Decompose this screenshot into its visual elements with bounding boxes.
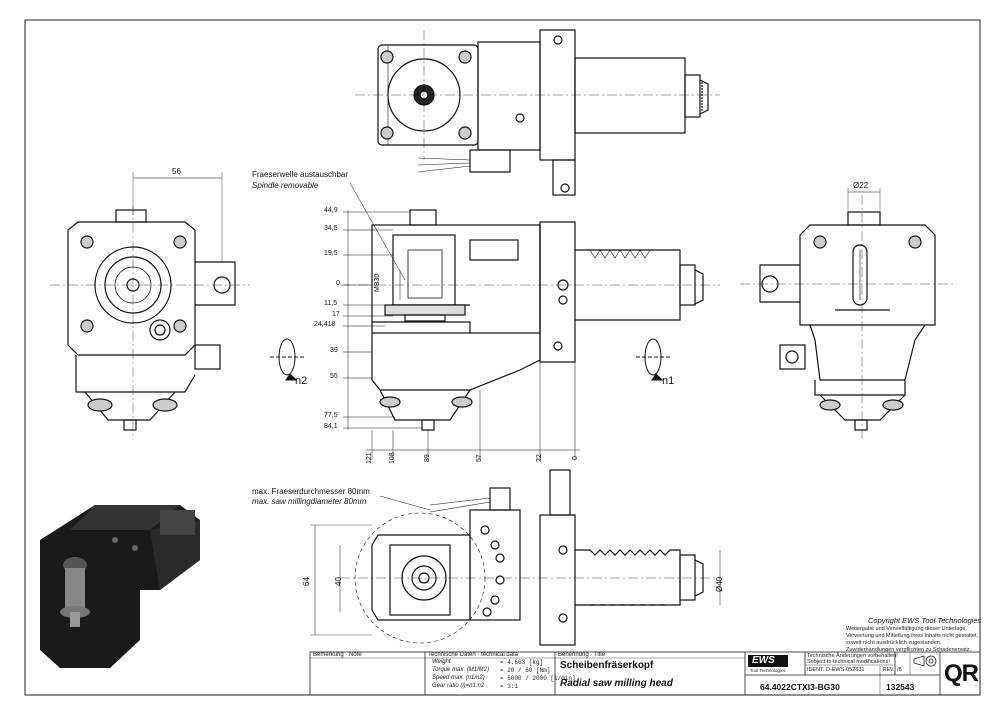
dim-d22-label: Ø22 (853, 181, 869, 190)
tb-speed-value: = 6000 / 2000 [1/min] (500, 675, 576, 682)
front-dimension-lines (343, 182, 580, 460)
ews-logo (748, 655, 788, 667)
projection-symbol-icon (913, 655, 937, 667)
ident-number: IDENT. D-EWS-052831 (807, 667, 865, 673)
dim-v-8: 55 (330, 373, 338, 380)
tb-gear-label: Gear ratio (i)=n1:n2 (432, 683, 485, 689)
dim-v-2: 19,5 (324, 250, 338, 257)
max-diameter-label-en: max. saw millingdiameter 80mm (252, 497, 367, 506)
dim-h-0: 121 (366, 452, 373, 464)
rev-value: /B (897, 667, 902, 673)
change-note-de: Technische Änderungen vorbehalten! (807, 653, 898, 659)
ews-logo-subtitle: Tool Technologies (750, 668, 786, 673)
dim-h-5: 0 (572, 456, 579, 460)
right-side-view (740, 188, 955, 440)
n1-label: n1 (662, 375, 675, 387)
tb-speed-label: Speed max. (n1/n2) (432, 675, 485, 681)
dim-v-5: 17 (332, 311, 340, 318)
spindle-label-de: Fraeserwelle austauschbar (252, 170, 349, 179)
mb30-label: MB30 (374, 273, 381, 292)
dim-v-6: 24,418 (314, 321, 336, 328)
dim-v-9: 77,5 (324, 412, 338, 419)
left-side-view (50, 172, 250, 440)
tb-gear-value: = 3:1 (500, 683, 519, 690)
dim-h-3: 57 (476, 454, 483, 462)
rotation-n2-icon (270, 338, 305, 381)
rev-label: REV. (883, 667, 895, 673)
dim-h-2: 89 (424, 454, 431, 462)
tb-tech-header: Technische Daten · technical data (428, 652, 519, 658)
tb-torque-value: = 20 / 60 [Nm] (500, 667, 551, 674)
dim-v-7: 39 (330, 347, 338, 354)
dim-h-1: 108 (389, 452, 396, 464)
spindle-label-en: Spindle removable (252, 181, 319, 190)
dim-v-3: 0 (336, 280, 340, 287)
ews-logo-text: EWS (752, 655, 775, 666)
dim-v-1: 34,5 (324, 225, 338, 232)
rotation-n1-icon (636, 338, 671, 381)
top-view (355, 29, 720, 196)
bottom-view (310, 469, 721, 646)
copyright-body: Weitergabe und Vervielfältigung dieser U… (846, 626, 979, 653)
front-view (340, 209, 720, 431)
tb-remark-header: Bemerkung · Note (313, 652, 362, 658)
dim-v-10: 84,1 (324, 423, 338, 430)
tb-torque-label: Torque max. (M1/M2) (432, 667, 490, 673)
change-note-en: Subject to technical modifications! (807, 659, 890, 665)
drawing-number: 132543 (886, 682, 915, 692)
dim-40-label: 40 (334, 577, 343, 586)
copyright-title: Copyright EWS Tool Technologies (868, 616, 982, 625)
dim-56-label: 56 (172, 167, 181, 176)
n2-label: n2 (295, 375, 308, 387)
title-block-frame (309, 651, 981, 696)
qr-label: QR (944, 660, 979, 687)
title-english: Radial saw milling head (560, 678, 673, 689)
title-german: Scheibenfräserkopf (560, 660, 654, 671)
tb-title-header: Benennung · Title (558, 652, 606, 658)
max-diameter-label-de: max. Fraeserdurchmesser 80mm (252, 487, 370, 496)
tb-weight-label: Weight (432, 659, 451, 665)
part-number: 64.4022CTXI3-BG30 (760, 682, 840, 692)
dim-v-4: 11,5 (324, 300, 338, 307)
dim-64-label: 64 (302, 577, 311, 586)
isometric-render (40, 505, 200, 668)
dim-d40-label: Ø40 (715, 576, 724, 592)
dim-h-4: 22 (536, 454, 543, 462)
tb-weight-value: = 4.663 [kg] (500, 659, 544, 666)
dim-v-0: 44,9 (324, 207, 338, 214)
